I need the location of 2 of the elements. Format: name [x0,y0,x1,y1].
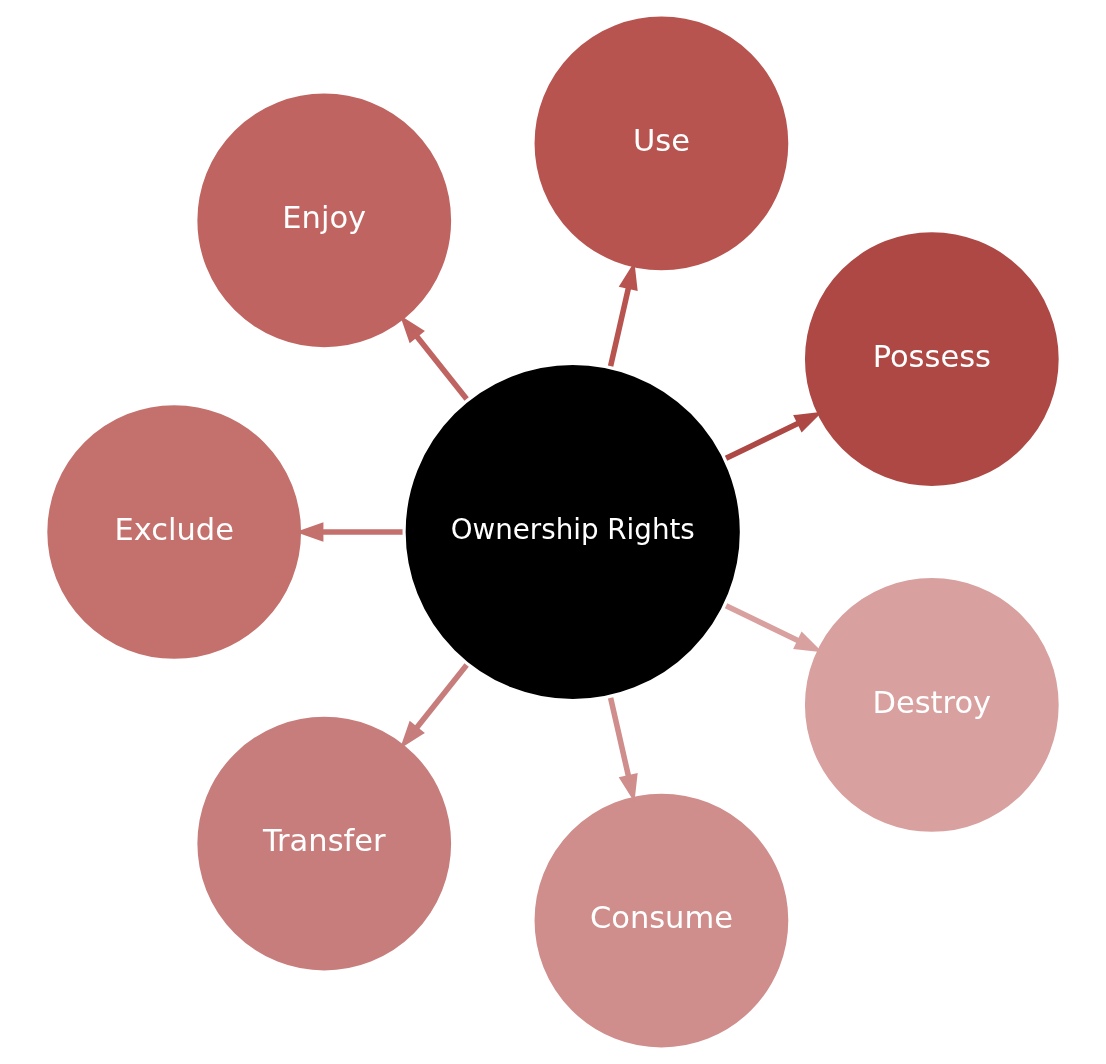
arrow [399,315,469,401]
arrow [399,663,469,749]
